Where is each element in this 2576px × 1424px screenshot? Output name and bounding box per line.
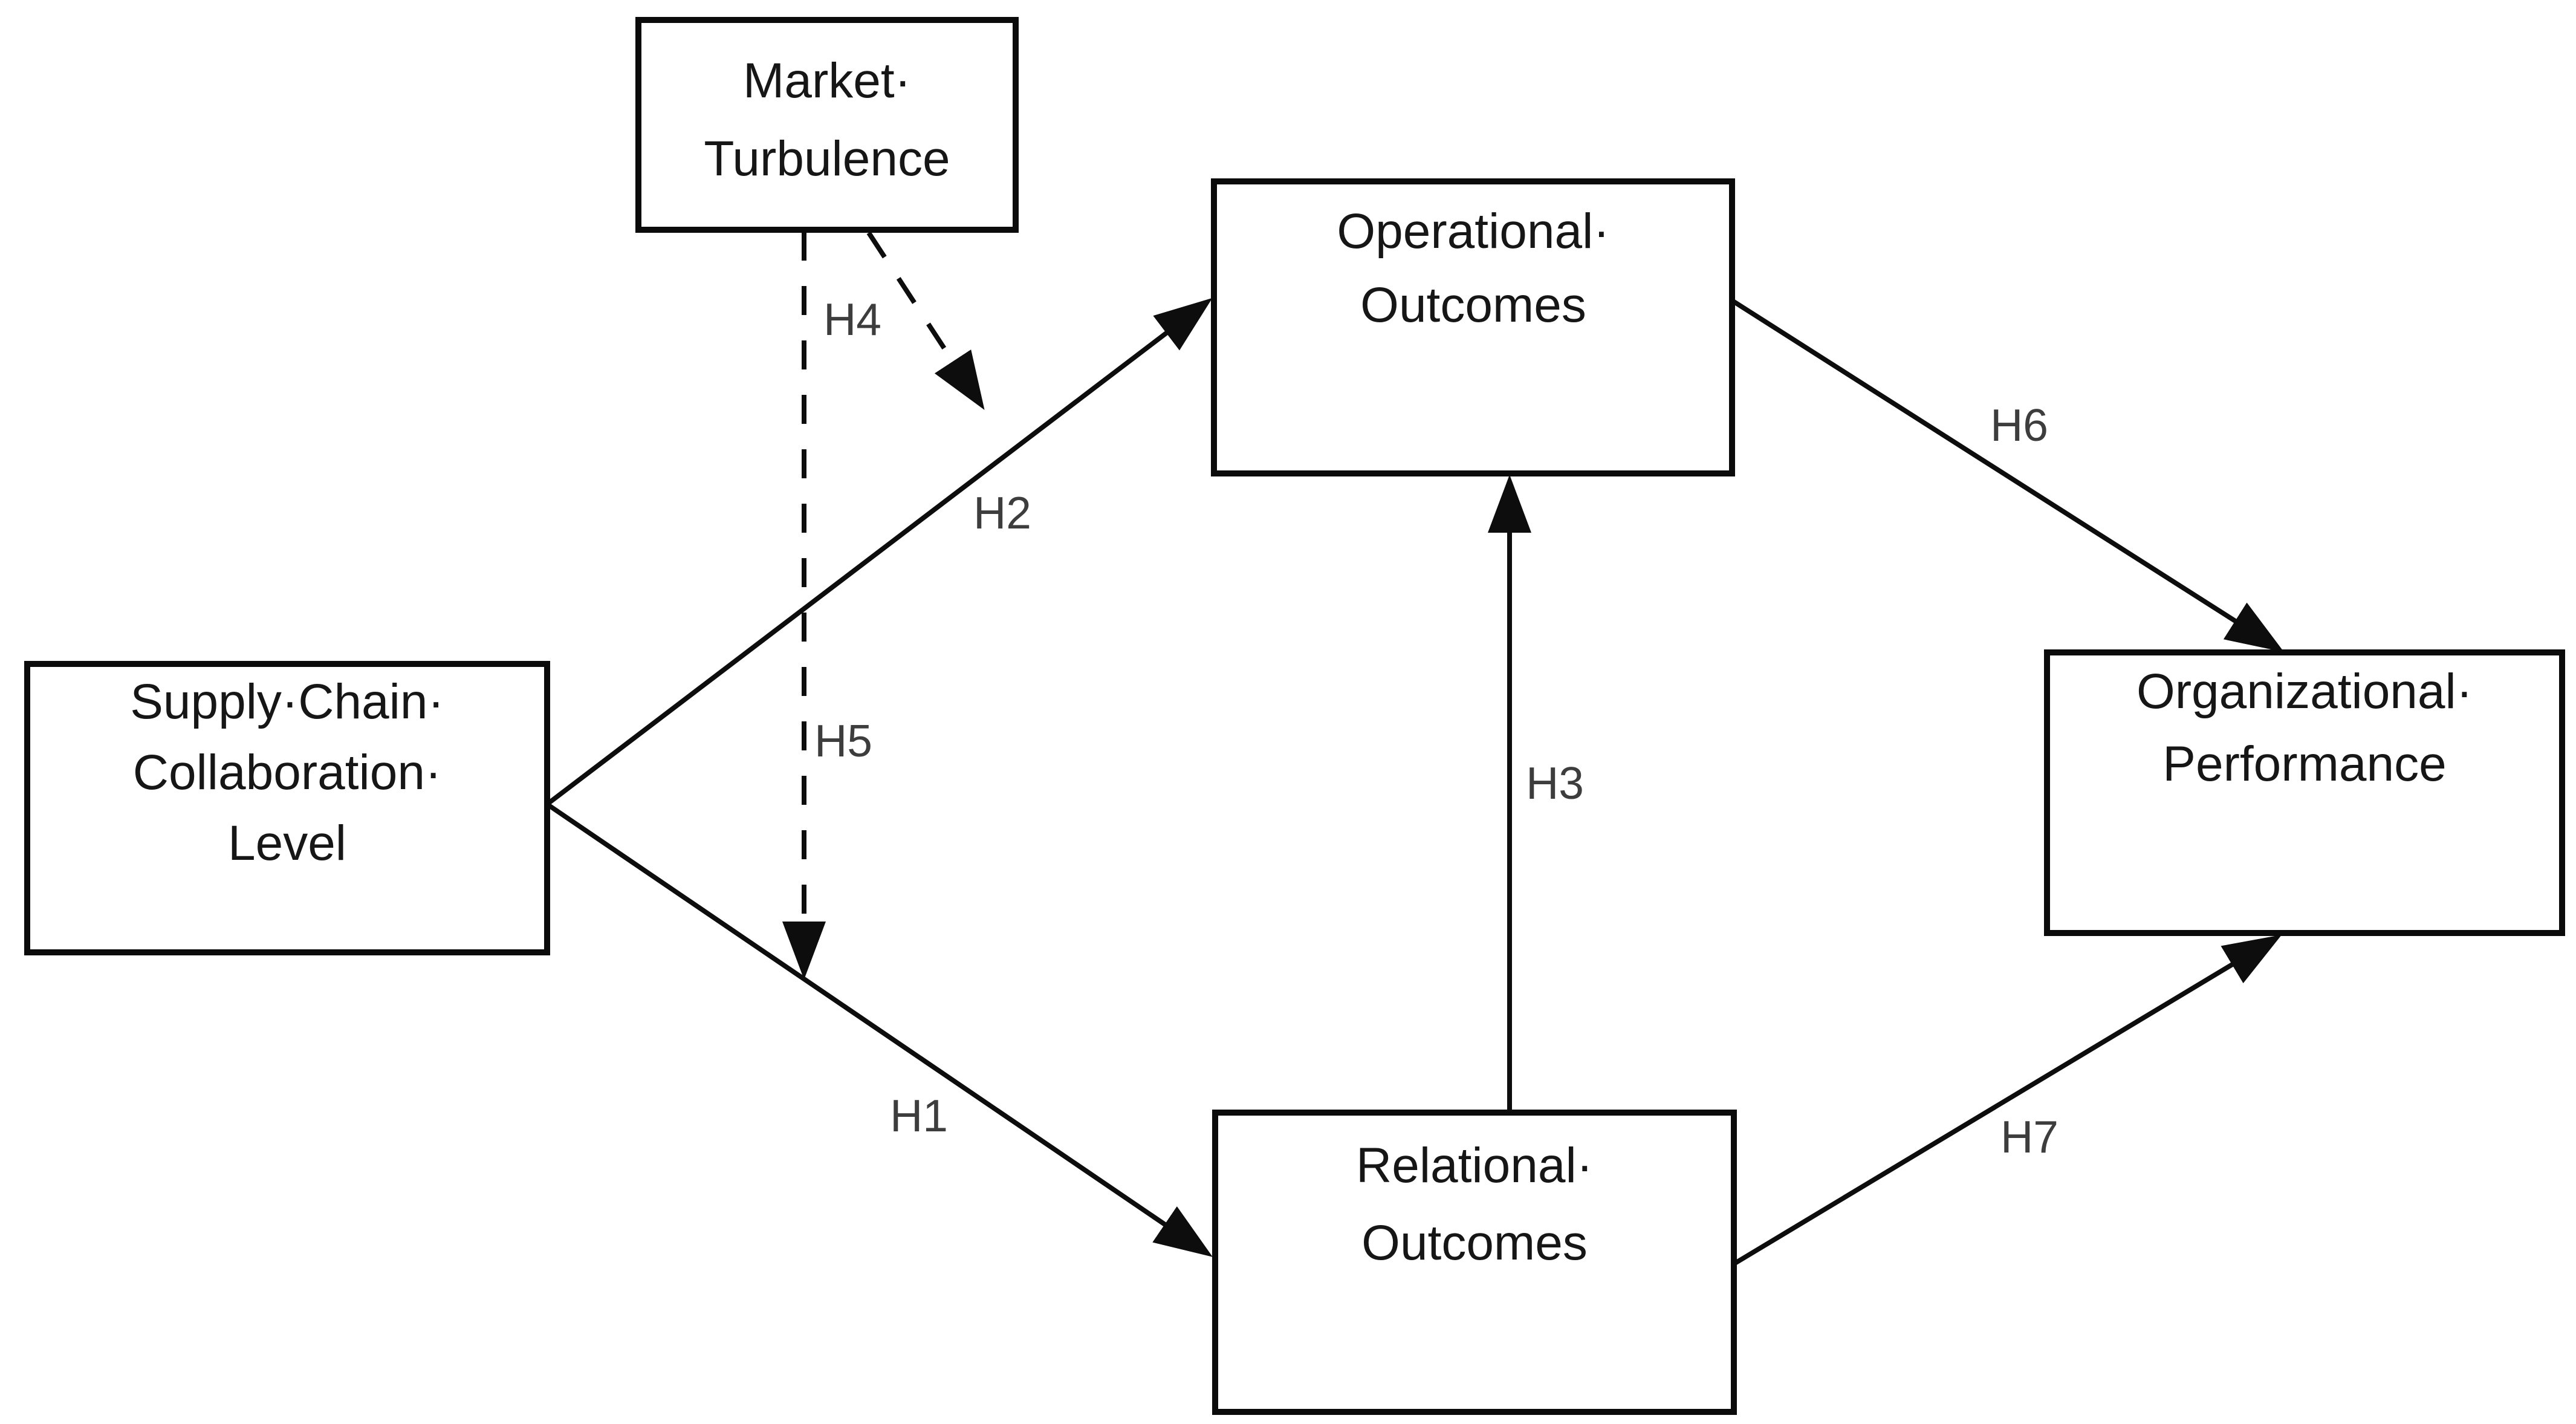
operational-outcomes-label-line1: Operational· (1337, 204, 1609, 259)
edge-h5-label: H5 (814, 715, 872, 766)
edge-h7-line (1733, 934, 2282, 1266)
edge-h6-line (1730, 298, 2285, 652)
edge-h2-label: H2 (973, 487, 1031, 538)
market-turbulence-box (635, 17, 1019, 233)
organizational-performance-box (2044, 649, 2565, 936)
market-turbulence-label-line2: Turbulence (704, 131, 950, 186)
edge-h7-label: H7 (2000, 1111, 2059, 1162)
supply-chain-collaboration-level-label-line1: Supply·Chain· (130, 674, 444, 729)
organizational-performance-label-line1: Organizational· (2136, 664, 2473, 719)
organizational-performance-label-line2: Performance (2162, 736, 2446, 792)
supply-chain-collaboration-level-box (24, 661, 550, 955)
relational-outcomes-label-line1: Relational· (1356, 1138, 1593, 1193)
edge-h1-line (545, 802, 1213, 1257)
supply-chain-collaboration-level-label-line2: Collaboration· (133, 745, 442, 800)
edge-h6-label: H6 (1990, 400, 2048, 450)
relational-outcomes-box (1212, 1110, 1737, 1415)
operational-outcomes-box (1211, 178, 1735, 476)
supply-chain-collaboration-level-label-line3: Level (228, 816, 346, 871)
edge-h4-label: H4 (823, 294, 881, 345)
market-turbulence-label-line1: Market· (743, 53, 911, 108)
relational-outcomes-label-line2: Outcomes (1361, 1215, 1588, 1270)
edge-h1-label: H1 (890, 1090, 948, 1141)
edge-h2-line (545, 297, 1213, 807)
edge-h3-label: H3 (1526, 758, 1584, 808)
operational-outcomes-label-line2: Outcomes (1360, 278, 1586, 333)
edge-h4-line (866, 231, 985, 411)
